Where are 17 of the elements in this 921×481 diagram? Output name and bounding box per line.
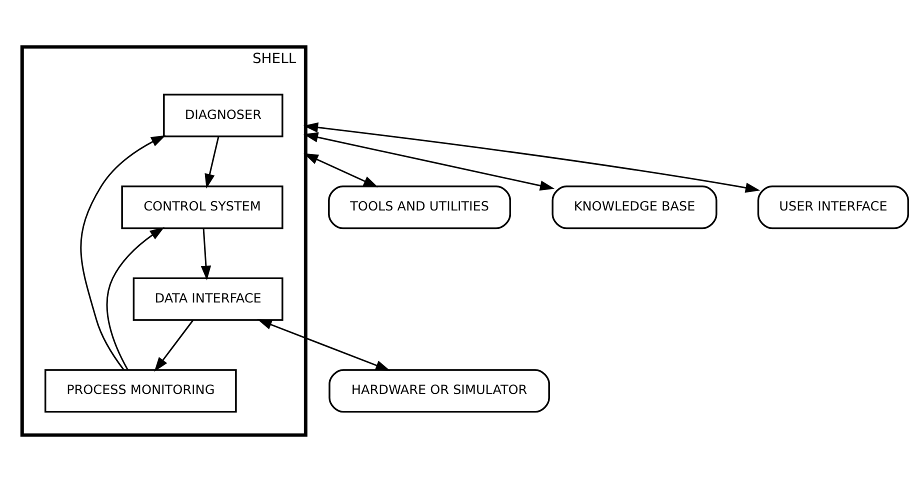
node-box: DIAGNOSER (163, 93, 284, 137)
arrow (303, 122, 760, 192)
arrow (200, 228, 212, 280)
arrow (80, 134, 166, 370)
arrow (304, 152, 378, 187)
arrow (257, 318, 390, 370)
arrow (154, 319, 194, 372)
arrow (204, 136, 220, 188)
node-box: CONTROL SYSTEM (121, 185, 284, 229)
node-box: PROCESS MONITORING (44, 368, 237, 412)
node-box: TOOLS AND UTILITIES (328, 185, 512, 229)
node-box: KNOWLEDGE BASE (552, 185, 718, 229)
arrow (303, 132, 555, 190)
node-box: USER INTERFACE (757, 185, 910, 229)
node-box: HARDWARE OR SIMULATOR (328, 368, 550, 412)
arrow (106, 226, 164, 370)
node-box: DATA INTERFACE (132, 276, 284, 320)
